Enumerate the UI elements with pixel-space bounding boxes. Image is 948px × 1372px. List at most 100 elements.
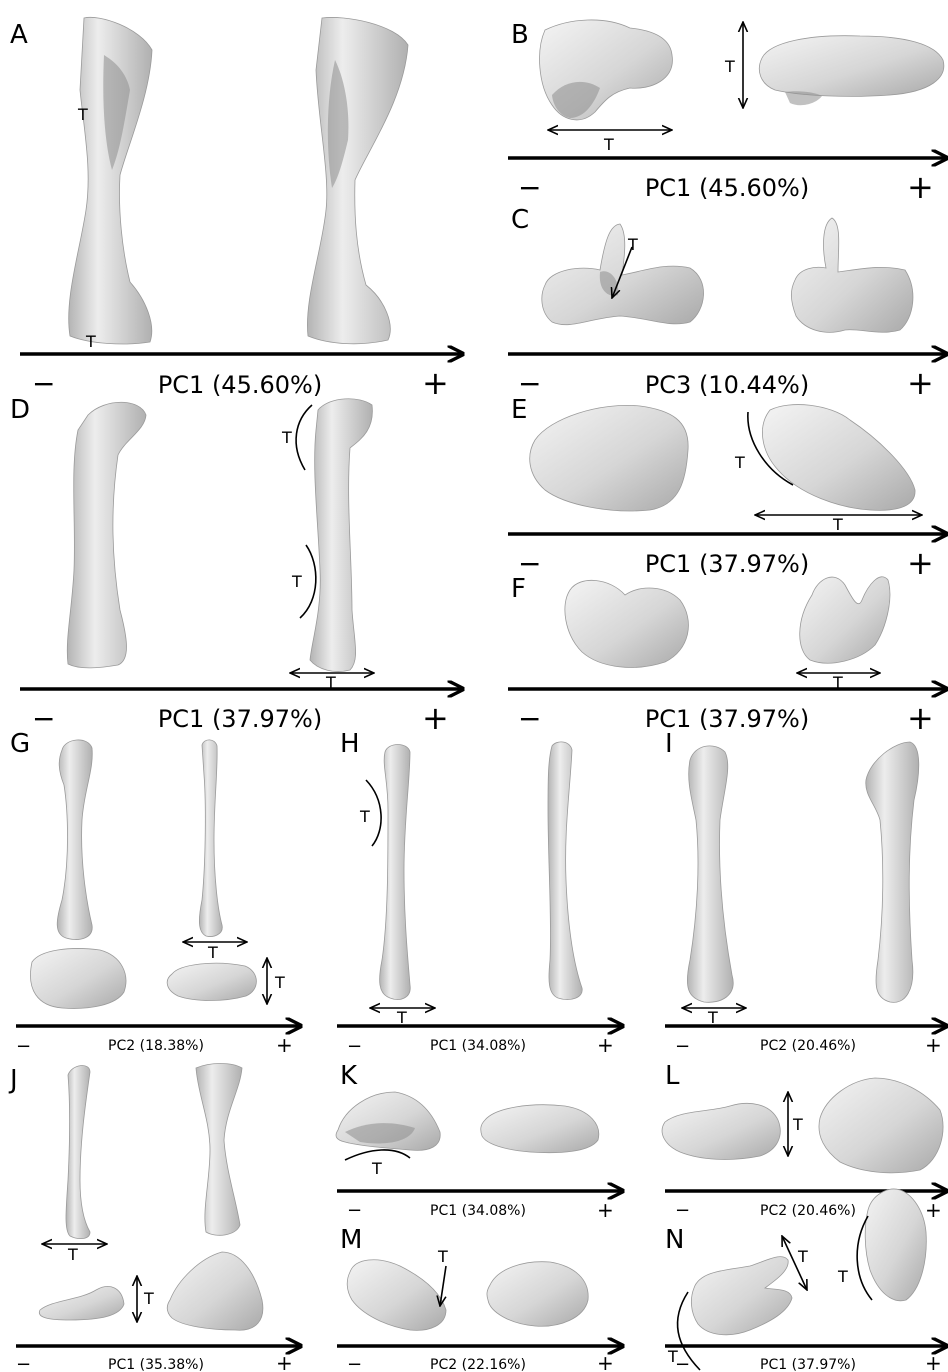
bone-plus: [481, 1105, 599, 1153]
axis-label: PC2 (18.38%): [108, 1038, 204, 1054]
panel-letter: I: [665, 729, 673, 759]
panel-letter: H: [340, 729, 360, 759]
bone-long-minus: [57, 740, 92, 940]
bone-plus: [819, 1078, 943, 1173]
bone-minus: [347, 1260, 446, 1331]
axis-plus: +: [597, 1033, 614, 1057]
axis-plus: +: [597, 1198, 614, 1222]
axis-plus: +: [925, 1198, 942, 1222]
panel-letter: C: [511, 205, 529, 235]
bone-minus: [565, 580, 689, 667]
bone-plus: [791, 218, 913, 332]
panel-k: K T − PC1 (34.08%) +: [336, 1061, 622, 1222]
bone-minus: [662, 1103, 780, 1159]
axis-plus: +: [422, 364, 449, 402]
axis-minus: −: [518, 702, 541, 735]
panel-g: G T T − PC2 (18.38%) +: [10, 729, 300, 1057]
axis-plus: +: [597, 1351, 614, 1372]
bone-minus: [691, 1257, 792, 1335]
trait-marker: T: [143, 1289, 154, 1308]
axis-minus: −: [675, 1200, 690, 1221]
axis-plus: +: [276, 1351, 293, 1372]
bone-long-plus: [199, 740, 222, 937]
panel-h: H T T − PC1 (34.08%) +: [337, 729, 622, 1057]
axis-label: PC2 (22.16%): [430, 1357, 526, 1372]
axis-minus: −: [32, 367, 55, 400]
bone-plus: [762, 405, 915, 511]
panel-i: I T − PC2 (20.46%) +: [665, 729, 946, 1057]
axis-plus: +: [925, 1351, 942, 1372]
panel-b: B T T − PC1 (45.60%) +: [508, 20, 946, 206]
axis-label: PC3 (10.44%): [645, 371, 809, 399]
panel-c: C T − PC3 (10.44%) +: [508, 205, 946, 402]
bone-plus: [759, 36, 943, 97]
panel-letter: F: [511, 574, 526, 604]
panel-letter: M: [340, 1225, 362, 1255]
bone-long-plus: [196, 1064, 242, 1236]
bone-long-minus: [380, 745, 411, 1000]
panel-e: E T T − PC1 (37.97%) +: [508, 395, 946, 582]
trait-marker: T: [797, 1247, 808, 1266]
bone-humerus-minus: [67, 402, 146, 668]
panel-d: D T T T − PC1 (37.97%) +: [10, 395, 462, 737]
trait-marker: T: [437, 1247, 448, 1266]
bone-plus: [800, 577, 890, 663]
bone-long-plus: [548, 742, 582, 1000]
trait-marker: T: [67, 1245, 78, 1264]
bone-section-minus: [39, 1286, 124, 1320]
axis-label: PC1 (34.08%): [430, 1038, 526, 1054]
axis-plus: +: [907, 699, 934, 737]
bone-minus: [530, 405, 688, 511]
trait-marker: T: [832, 515, 843, 534]
axis-plus: +: [276, 1033, 293, 1057]
trait-marker: T: [627, 235, 638, 254]
trait-marker: T: [85, 332, 96, 351]
panel-letter: G: [10, 729, 30, 759]
trait-marker: T: [396, 1008, 407, 1027]
axis-plus: +: [907, 364, 934, 402]
axis-label: PC1 (45.60%): [158, 371, 322, 399]
bone-scapula-plus: [307, 17, 408, 343]
panel-letter: B: [511, 20, 529, 50]
axis-label: PC1 (34.08%): [430, 1203, 526, 1219]
axis-plus: +: [422, 699, 449, 737]
bone-tibia-plus: [866, 742, 919, 1002]
axis-minus: −: [16, 1354, 31, 1372]
axis-minus: −: [518, 171, 541, 204]
bone-plus: [487, 1262, 588, 1327]
trait-arc: [296, 405, 312, 470]
bone-long-minus: [66, 1066, 90, 1239]
trait-marker: T: [359, 807, 370, 826]
axis-label: PC1 (45.60%): [645, 174, 809, 202]
panel-letter: E: [511, 395, 527, 425]
panel-letter: J: [8, 1065, 18, 1095]
trait-marker: T: [724, 57, 735, 76]
axis-label: PC2 (20.46%): [760, 1038, 856, 1054]
panel-letter: K: [340, 1061, 358, 1091]
trait-marker: T: [207, 943, 218, 962]
panel-letter: D: [10, 395, 30, 425]
panel-m: M T − PC2 (22.16%) +: [337, 1225, 622, 1372]
axis-label: PC1 (37.97%): [760, 1357, 856, 1372]
panel-letter: L: [665, 1061, 680, 1091]
trait-marker: T: [371, 1159, 382, 1178]
trait-marker: T: [274, 973, 285, 992]
trait-marker: T: [734, 453, 745, 472]
trait-marker: T: [291, 572, 302, 591]
axis-minus: −: [675, 1354, 690, 1372]
bone-humerus-plus: [310, 399, 372, 672]
axis-label: PC2 (20.46%): [760, 1203, 856, 1219]
axis-label: PC1 (35.38%): [108, 1357, 204, 1372]
panel-f: F T − PC1 (37.97%) +: [508, 574, 946, 737]
axis-minus: −: [16, 1036, 31, 1057]
axis-plus: +: [925, 1033, 942, 1057]
axis-minus: −: [347, 1036, 362, 1057]
bone-plus: [865, 1189, 926, 1301]
axis-minus: −: [347, 1200, 362, 1221]
panel-letter: N: [665, 1225, 684, 1255]
panel-a: A T T − PC1 (45.60%) +: [10, 17, 462, 402]
trait-marker: T: [837, 1267, 848, 1286]
trait-marker: T: [281, 428, 292, 447]
axis-minus: −: [347, 1354, 362, 1372]
